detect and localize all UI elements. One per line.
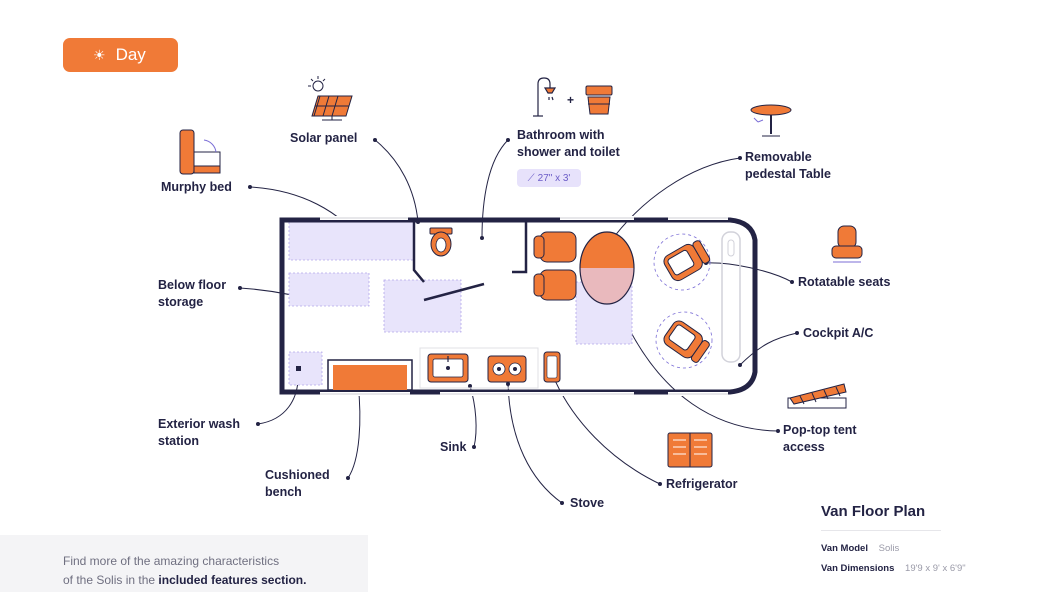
cushioned-bench bbox=[327, 359, 413, 391]
pedestal-table bbox=[579, 231, 635, 305]
sink-icon bbox=[427, 353, 469, 383]
label-rotatable-seats: Rotatable seats bbox=[798, 275, 891, 289]
features-note: Find more of the amazing characteristics… bbox=[0, 535, 368, 592]
wash-station-zone bbox=[288, 351, 323, 386]
rotatable-seat-icon bbox=[831, 225, 863, 263]
note-line2-text: of the Solis in the bbox=[63, 573, 156, 587]
label-murphy-bed: Murphy bed bbox=[161, 180, 232, 194]
stove-icon bbox=[487, 355, 527, 383]
label-bathroom-line2: shower and toilet bbox=[517, 145, 620, 159]
murphy-bed-zone bbox=[288, 221, 415, 261]
label-solar-panel: Solar panel bbox=[290, 131, 358, 145]
toilet-label-icon bbox=[585, 85, 613, 115]
label-sink: Sink bbox=[440, 440, 467, 454]
label-table-line2: pedestal Table bbox=[745, 167, 831, 181]
label-storage-line1: Below floor bbox=[158, 278, 227, 292]
toilet-icon bbox=[429, 227, 453, 257]
spec-row-model: Van Model Solis bbox=[821, 543, 1031, 554]
label-bathroom: Bathroom with shower and toilet bbox=[517, 127, 620, 161]
rotatable-seats bbox=[653, 233, 713, 369]
leader-ac bbox=[739, 332, 798, 366]
bathroom-size-badge: ⟋ 27" x 3' bbox=[517, 169, 581, 187]
label-pedestal-table: Removable pedestal Table bbox=[745, 149, 831, 183]
spec-model-key: Van Model bbox=[821, 543, 868, 554]
ruler-icon: ⟋ bbox=[527, 172, 535, 184]
spec-dims-value: 19'9 x 9' x 6'9" bbox=[905, 563, 966, 574]
label-bench-line2: bench bbox=[265, 485, 302, 499]
label-stove: Stove bbox=[570, 496, 605, 510]
spec-model-value: Solis bbox=[878, 543, 900, 554]
pedestal-table-icon bbox=[750, 104, 792, 137]
label-refrigerator: Refrigerator bbox=[666, 477, 738, 491]
bathroom-size-text: 27" x 3' bbox=[537, 172, 571, 184]
label-poptop-line1: Pop-top tent bbox=[783, 423, 857, 437]
label-bench-line1: Cushioned bbox=[265, 468, 330, 482]
van-outline bbox=[279, 216, 758, 396]
van-specs-panel: Van Floor Plan Van Model Solis Van Dimen… bbox=[821, 503, 1031, 583]
cockpit-dash bbox=[721, 231, 741, 363]
bathroom-walls bbox=[412, 222, 528, 302]
label-wash-line1: Exterior wash bbox=[158, 417, 240, 431]
features-note-text: Find more of the amazing characteristics… bbox=[63, 552, 306, 590]
spec-row-dimensions: Van Dimensions 19'9 x 9' x 6'9" bbox=[821, 563, 1031, 574]
leader-bathroom bbox=[481, 139, 509, 239]
leader-seats bbox=[705, 262, 793, 283]
sun-icon: ☀ bbox=[93, 47, 106, 63]
leader-stove bbox=[507, 383, 563, 504]
shower-icon bbox=[533, 77, 557, 117]
specs-title: Van Floor Plan bbox=[821, 503, 926, 520]
refrigerator-icon bbox=[543, 351, 561, 383]
storage-zone-2 bbox=[383, 279, 462, 333]
kitchen-counter bbox=[419, 347, 539, 389]
label-poptop-line2: access bbox=[783, 440, 825, 454]
label-storage: Below floor storage bbox=[158, 277, 226, 311]
label-storage-line2: storage bbox=[158, 295, 204, 309]
leader-solar bbox=[374, 139, 419, 223]
label-exterior-wash: Exterior wash station bbox=[158, 416, 240, 450]
floor-zones bbox=[288, 221, 633, 386]
spec-dims-key: Van Dimensions bbox=[821, 563, 895, 574]
label-poptop: Pop-top tent access bbox=[783, 422, 857, 456]
leader-table bbox=[607, 157, 741, 246]
day-toggle-button[interactable]: ☀ Day bbox=[63, 38, 178, 72]
note-line1: Find more of the amazing characteristics bbox=[63, 554, 280, 568]
included-features-link[interactable]: included features section. bbox=[158, 573, 307, 587]
label-table-line1: Removable bbox=[745, 150, 812, 164]
label-cushioned-bench: Cushioned bench bbox=[265, 467, 330, 501]
specs-divider bbox=[821, 530, 941, 531]
dining-seats bbox=[533, 231, 577, 301]
label-cockpit-ac: Cockpit A/C bbox=[803, 326, 874, 340]
wash-station-marker bbox=[296, 366, 301, 371]
label-wash-line2: station bbox=[158, 434, 199, 448]
day-toggle-label: Day bbox=[115, 45, 146, 64]
note-line2: of the Solis in the included features se… bbox=[63, 571, 306, 590]
solar-panel-icon bbox=[308, 76, 353, 121]
leader-poptop bbox=[619, 309, 779, 432]
storage-zone-1 bbox=[288, 272, 370, 307]
leader-bench bbox=[347, 382, 361, 479]
plus-icon: + bbox=[567, 93, 574, 107]
label-bathroom-line1: Bathroom with bbox=[517, 128, 605, 142]
murphy-bed-icon bbox=[179, 129, 221, 175]
poptop-tent-icon bbox=[787, 383, 847, 409]
refrigerator-label-icon bbox=[667, 432, 713, 468]
